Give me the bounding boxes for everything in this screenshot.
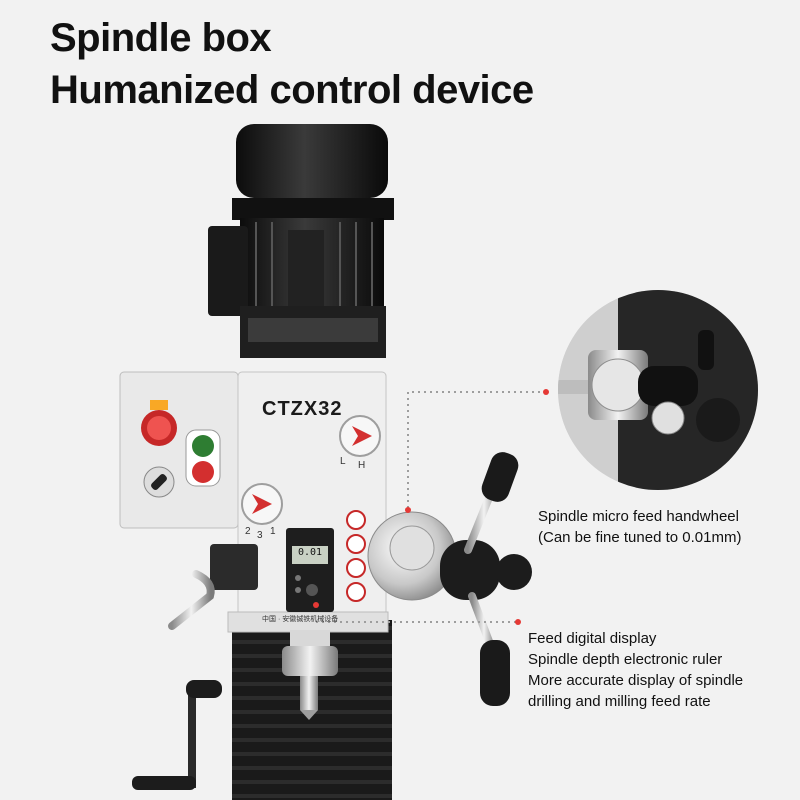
handwheel-zoom-inset [558, 290, 758, 490]
speed-dial-left [241, 483, 283, 525]
nameplate-text: 中国 · 安徽铖铁机械设备 [262, 616, 339, 623]
gear-label-1: 1 [270, 526, 276, 537]
spindle-micro-feed-handwheel [367, 511, 532, 601]
heading-line-2: Humanized control device [50, 68, 534, 112]
callout-display-line-3: More accurate display of spindle [528, 672, 744, 689]
lower-handwheel [132, 680, 222, 790]
callout-display: Feed digital display Spindle depth elect… [528, 628, 743, 712]
digital-display-unit [286, 528, 334, 612]
callout-handwheel: Spindle micro feed handwheel (Can be fin… [538, 506, 741, 548]
display-reading: 0.01 [297, 547, 323, 558]
speed-dial-right [339, 415, 381, 457]
motor [208, 124, 394, 358]
gear-label-2: 2 [245, 526, 251, 537]
callout-dot-display-end [515, 619, 521, 625]
callout-handwheel-line-2: (Can be fine tuned to 0.01mm) [538, 529, 742, 546]
warning-icons [346, 510, 366, 602]
callout-dot-handwheel-anchor [405, 507, 411, 513]
speed-label-l: L [340, 456, 346, 467]
gear-label-3: 3 [257, 530, 263, 541]
spindle-chuck [282, 630, 338, 720]
feed-lever-arms [464, 452, 519, 706]
quill-lock-handle [168, 544, 258, 630]
speed-label-h: H [358, 460, 366, 471]
callout-handwheel-line-1: Spindle micro feed handwheel [538, 508, 739, 525]
callout-dot-handwheel [543, 389, 549, 395]
callout-dot-display [313, 602, 319, 608]
callout-display-line-2: Spindle depth electronic ruler [528, 651, 723, 668]
heading-line-1: Spindle box [50, 16, 272, 60]
callout-display-line-4: drilling and milling feed rate [528, 693, 711, 710]
leader-lines [316, 391, 546, 623]
control-panel [119, 371, 239, 529]
callout-display-line-1: Feed digital display [528, 630, 657, 647]
model-label: CTZX32 [262, 398, 343, 420]
